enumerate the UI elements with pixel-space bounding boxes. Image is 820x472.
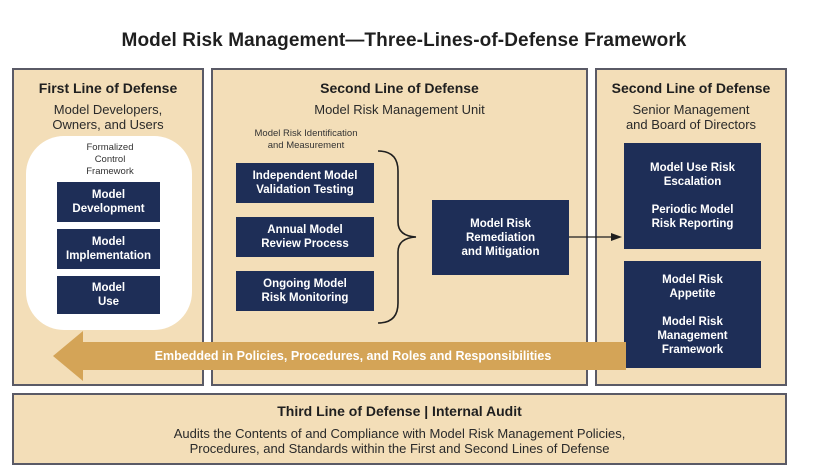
first-line-title: First Line of Defense: [38, 80, 178, 96]
first-line-subtitle-2: Owners, and Users: [52, 117, 164, 132]
second-line-senior-subtitle-1: Senior Management: [632, 102, 750, 117]
reporting-line2: Risk Reporting: [651, 218, 734, 230]
validation-testing-box: Independent Model Validation Testing: [236, 163, 374, 203]
page-title: Model Risk Management—Three-Lines-of-Def…: [121, 30, 687, 51]
embedded-arrow-label: Embedded in Policies, Procedures, and Ro…: [154, 349, 552, 363]
second-line-senior-subtitle-2: and Board of Directors: [625, 117, 757, 132]
annual-review-line2: Review Process: [261, 238, 349, 250]
reporting-line1: Periodic Model: [651, 204, 734, 216]
validation-testing-line2: Validation Testing: [256, 184, 354, 196]
model-use-box: Model Use: [57, 276, 160, 314]
identification-label-2: and Measurement: [267, 140, 345, 151]
framework-label-3: Framework: [86, 166, 134, 177]
validation-testing-line1: Independent Model: [252, 170, 358, 182]
escalation-line1: Model Use Risk: [650, 162, 735, 174]
model-implementation-line1: Model: [91, 236, 126, 248]
risk-monitoring-box: Ongoing Model Risk Monitoring: [236, 271, 374, 311]
third-line-title: Third Line of Defense | Internal Audit: [277, 403, 522, 419]
identification-label-1: Model Risk Identification: [254, 128, 358, 139]
framework-line1: Model Risk: [662, 315, 723, 328]
third-line-body-1: Audits the Contents of and Compliance wi…: [173, 426, 626, 441]
model-implementation-box: Model Implementation: [57, 229, 160, 269]
model-development-line2: Development: [72, 203, 145, 215]
appetite-line2: Appetite: [669, 287, 716, 300]
model-development-line1: Model: [91, 189, 126, 201]
model-use-line1: Model: [91, 282, 126, 294]
second-line-unit-subtitle: Model Risk Management Unit: [314, 102, 485, 117]
third-line-panel: Third Line of Defense | Internal Audit A…: [12, 393, 787, 465]
first-line-subtitle-1: Model Developers,: [53, 102, 163, 117]
second-line-senior-title: Second Line of Defense: [611, 80, 771, 96]
appetite-line1: Model Risk: [662, 273, 723, 286]
annual-review-box: Annual Model Review Process: [236, 217, 374, 257]
framework-line2: Management: [657, 329, 728, 342]
annual-review-line1: Annual Model: [267, 224, 343, 236]
model-use-line2: Use: [97, 296, 120, 308]
framework-line3: Framework: [661, 343, 724, 356]
third-line-body-2: Procedures, and Standards within the Fir…: [189, 441, 610, 456]
model-implementation-line2: Implementation: [66, 250, 151, 262]
model-development-box: Model Development: [57, 182, 160, 222]
remediation-line1: Model Risk: [470, 217, 531, 230]
second-line-unit-title: Second Line of Defense: [320, 80, 479, 96]
framework-label-1: Formalized: [86, 142, 134, 153]
framework-label-2: Control: [94, 154, 126, 165]
remediation-line3: and Mitigation: [461, 245, 540, 258]
appetite-framework-box: Model Risk Appetite Model Risk Managemen…: [624, 261, 761, 368]
risk-monitoring-line1: Ongoing Model: [263, 278, 347, 290]
risk-monitoring-line2: Risk Monitoring: [261, 292, 349, 304]
remediation-box: Model Risk Remediation and Mitigation: [432, 200, 569, 275]
escalation-reporting-box: Model Use Risk Escalation Periodic Model…: [624, 143, 761, 249]
escalation-line2: Escalation: [663, 176, 722, 188]
remediation-line2: Remediation: [465, 231, 535, 244]
